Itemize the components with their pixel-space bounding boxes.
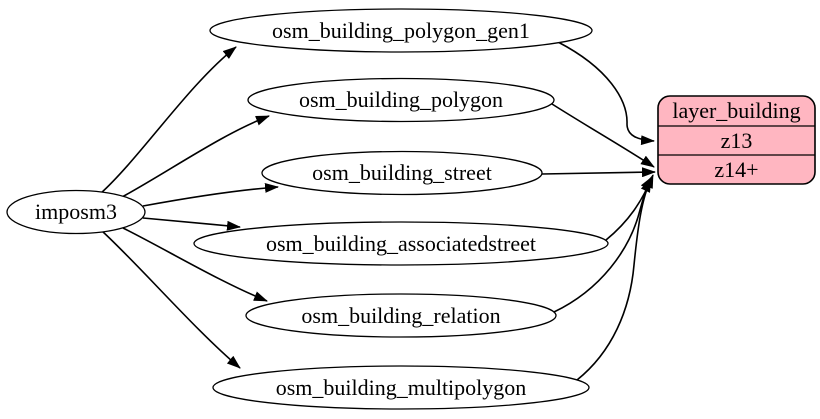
osm-building-associatedstreet-label: osm_building_associatedstreet [266, 231, 536, 256]
imposm3-label: imposm3 [35, 199, 117, 224]
edge-street-to-z14 [541, 167, 656, 178]
edge-imposm3-to-polygon [121, 115, 270, 198]
edge-associatedstreet-to-z14 [605, 174, 654, 241]
node-layer: imposm3 osm_building_polygon_gen1 osm_bu… [6, 8, 816, 410]
osm-building-polygon-gen1-ellipse [209, 8, 593, 53]
edge-polygon-to-z14 [551, 103, 655, 168]
edge-imposm3-to-street [142, 182, 279, 207]
edge-multipolygon-to-z14 [576, 178, 652, 381]
osm-building-street-label: osm_building_street [312, 160, 492, 185]
edge-layer [99, 41, 656, 381]
edge-imposm3-to-multipolygon [101, 230, 241, 369]
node-layer-building: layer_building z13 z14+ [657, 95, 816, 185]
edge-imposm3-to-polygon-gen1 [99, 46, 237, 195]
layer-building-title: layer_building [672, 98, 800, 123]
node-osm-building-polygon: osm_building_polygon [247, 77, 555, 123]
osm-building-polygon-ellipse [247, 77, 555, 123]
node-osm-building-relation: osm_building_relation [245, 293, 557, 338]
osm-building-relation-ellipse [245, 293, 557, 338]
edge-imposm3-to-relation [122, 227, 268, 302]
edge-imposm3-to-associatedstreet [142, 217, 241, 231]
osm-building-polygon-gen1-label: osm_building_polygon_gen1 [272, 18, 530, 43]
osm-building-relation-label: osm_building_relation [301, 303, 500, 328]
edge-polygon-gen1-to-z13 [557, 41, 655, 146]
node-osm-building-polygon-gen1: osm_building_polygon_gen1 [209, 8, 593, 53]
osm-building-street-ellipse [261, 150, 543, 196]
node-osm-building-street: osm_building_street [261, 150, 543, 196]
osm-building-multipolygon-label: osm_building_multipolygon [276, 375, 527, 400]
osm-building-polygon-label: osm_building_polygon [299, 87, 503, 112]
layer-building-row-z14plus: z14+ [714, 157, 758, 182]
layer-building-row-z13: z13 [721, 128, 753, 153]
node-osm-building-multipolygon: osm_building_multipolygon [212, 365, 590, 410]
node-imposm3: imposm3 [6, 189, 146, 235]
imposm3-ellipse [6, 189, 146, 235]
layer-building-box [657, 95, 816, 185]
osm-building-associatedstreet-ellipse [193, 221, 609, 266]
node-osm-building-associatedstreet: osm_building_associatedstreet [193, 221, 609, 266]
osm-building-multipolygon-ellipse [212, 365, 590, 410]
